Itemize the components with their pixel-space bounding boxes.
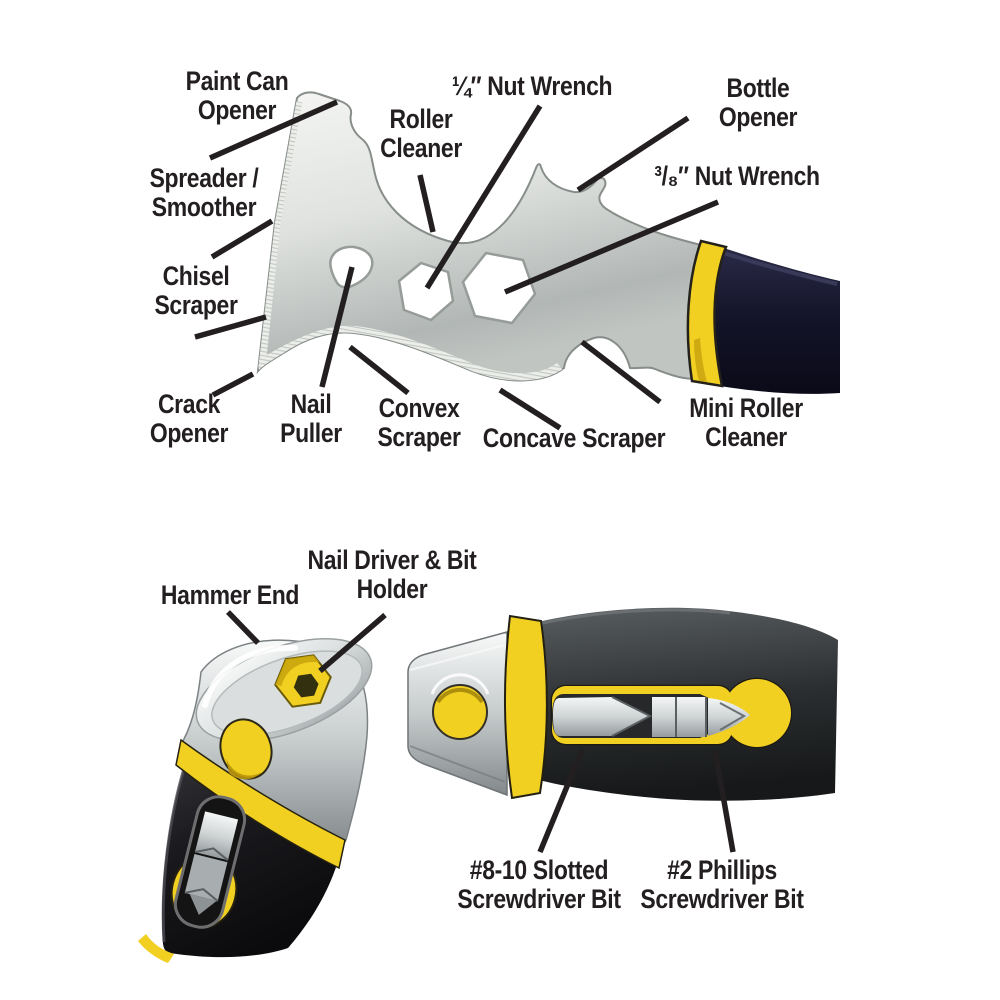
right-body-highlight [529,608,731,628]
label-concave-scraper: Concave Scraper [482,423,666,453]
leader-three-eighths-nut-wrench [503,199,720,295]
hammer-face-shine [202,644,298,708]
hang-hole-side [219,718,273,780]
label-quarter-nut-wrench: ¼″ Nut Wrench [451,71,613,101]
top-handle [692,244,840,394]
hang-hole-shadow [226,758,262,780]
leader-hammer-end [226,610,260,645]
ferrule-hole-rim [430,673,490,695]
stored-bit-tip [189,894,217,915]
leader-convex-scraper [348,344,410,396]
leader-paint-can-opener [208,99,339,161]
label-slotted-screwdriver-bit: #8-10 Slotted Screwdriver Bit [457,855,621,914]
label-chisel-scraper: Chisel Scraper [154,261,238,320]
leader-mini-roller-cleaner [580,339,662,405]
label-roller-cleaner: Roller Cleaner [380,104,462,163]
quarter-hex-hole [397,261,455,322]
phillips-bit [708,698,750,736]
leader-bottle-opener [576,115,690,193]
label-nail-driver-bit-holder: Nail Driver & Bit Holder [307,545,477,604]
slotted-bit [553,697,650,736]
bit-holder-hex-shadow [275,655,320,687]
scraper-head [256,91,840,394]
label-mini-roller-cleaner: Mini Roller Cleaner [689,393,803,452]
leader-chisel-scraper [194,314,267,340]
label-hammer-end: Hammer End [160,580,300,610]
label-bottle-opener: Bottle Opener [718,73,798,132]
leader-concave-scraper [498,387,562,431]
leader-spreader-smoother [210,218,274,260]
bit-holder-hex-hole [293,673,319,698]
ferrule-hole-shadow [436,687,484,704]
label-paint-can-opener: Paint Can Opener [185,66,289,125]
bit-storage-slot [173,795,247,929]
leader-nail-puller [319,266,355,388]
stored-bit-upper [194,811,239,861]
bit-holder-view [407,607,838,801]
three-eighths-hex-hole [461,251,537,325]
leader-roller-cleaner [417,174,436,233]
leader-crack-opener [211,371,255,398]
stored-bit-lower [184,854,228,902]
bit-channel [550,677,793,749]
label-spreader-smoother: Spreader / Smoother [149,163,259,222]
label-three-eighths-nut-wrench: ³/₈″ Nut Wrench [654,161,820,191]
label-crack-opener: Crack Opener [149,389,229,448]
ferrule-hang-hole [432,684,488,740]
label-convex-scraper: Convex Scraper [377,393,461,452]
label-phillips-screwdriver-bit: #2 Phillips Screwdriver Bit [640,855,804,914]
bit-shank [652,697,706,737]
label-nail-puller: Nail Puller [280,389,342,448]
right-yellow-collar [504,614,548,800]
leader-lines [194,99,736,854]
leader-quarter-nut-wrench [424,104,543,290]
leader-nail-driver [318,612,387,674]
leader-phillips-bit [712,749,736,853]
leader-slotted-bit [537,748,585,854]
hammer-end-view [138,638,373,963]
collar-shadow [694,338,707,382]
bottom-yellow-sliver [138,934,174,963]
top-handle-highlight [713,248,838,286]
